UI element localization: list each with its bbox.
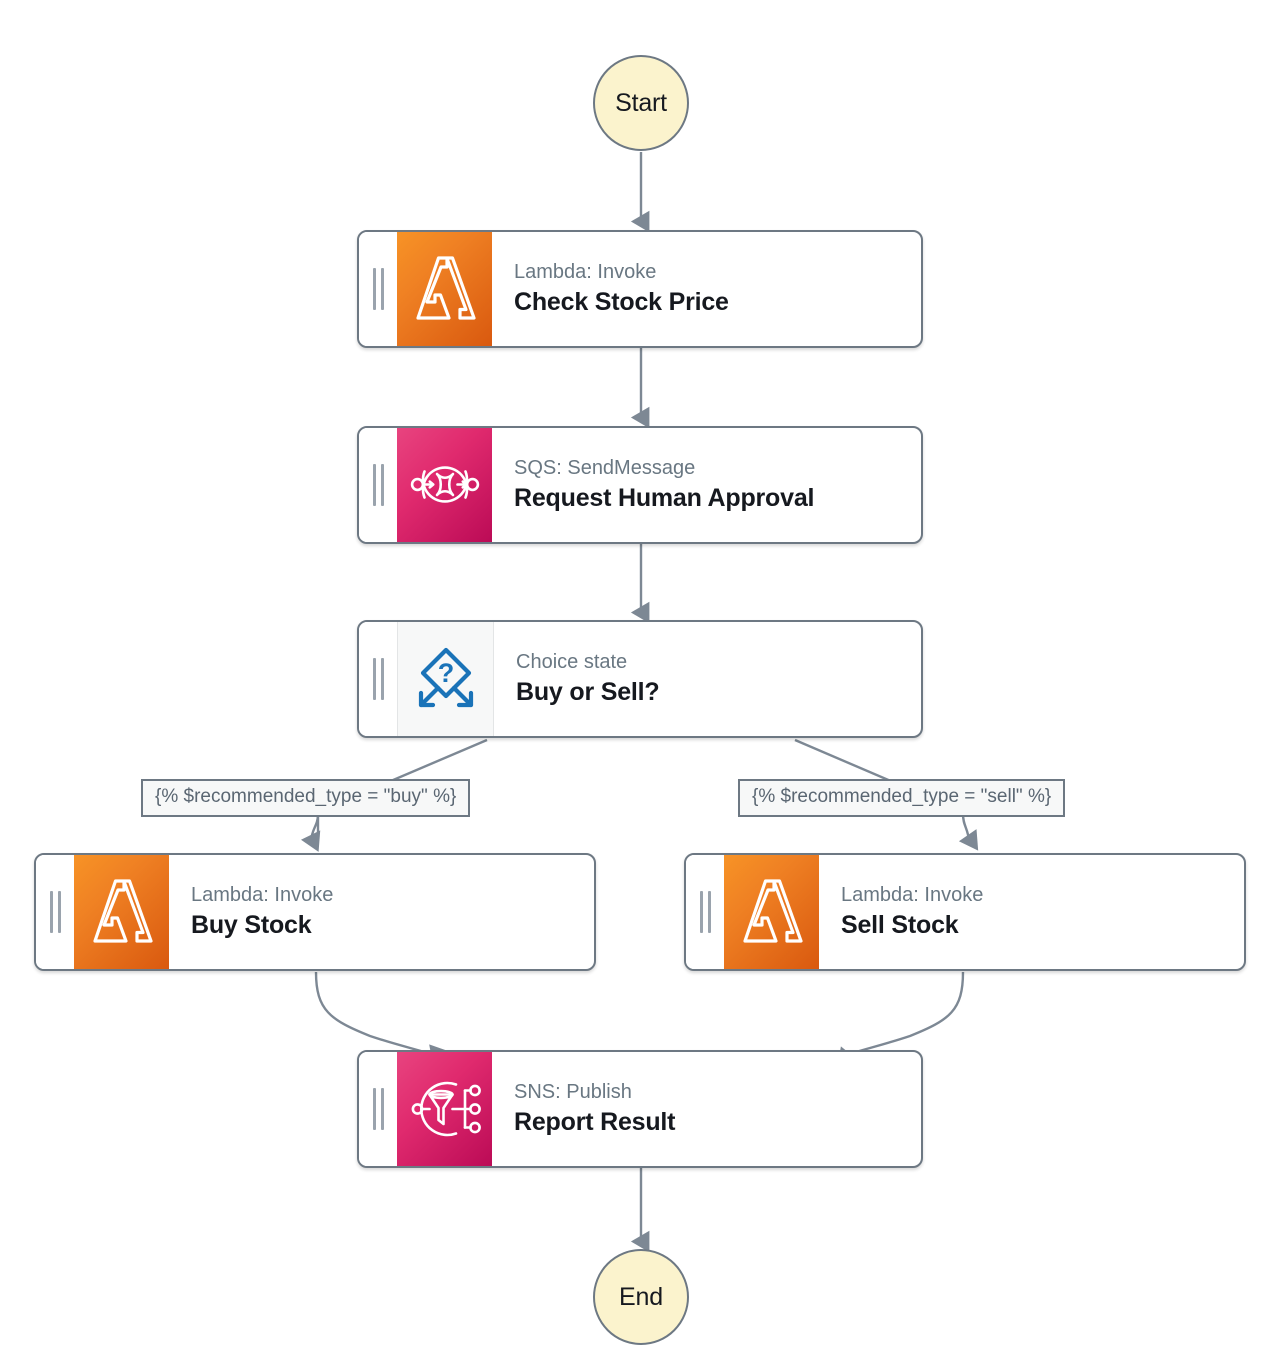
lambda-icon	[397, 232, 492, 346]
node-type-label: Lambda: Invoke	[841, 883, 984, 906]
end-label: End	[619, 1282, 663, 1311]
state-node-sell-stock[interactable]: Lambda: Invoke Sell Stock	[684, 853, 1246, 971]
svg-text:?: ?	[437, 658, 454, 688]
choice-icon: ?	[397, 622, 494, 736]
drag-handle-buy-or-sell[interactable]	[359, 622, 397, 736]
node-title-label: Report Result	[514, 1107, 676, 1136]
drag-handle-buy-stock[interactable]	[36, 855, 74, 969]
drag-handle-request-human-approval[interactable]	[359, 428, 397, 542]
start-node[interactable]: Start	[593, 55, 689, 151]
edge-sell-label-to-node	[958, 813, 979, 851]
node-type-label: SNS: Publish	[514, 1080, 632, 1103]
node-title-label: Check Stock Price	[514, 287, 729, 316]
node-title-label: Sell Stock	[841, 910, 959, 939]
lambda-icon	[74, 855, 169, 969]
drag-handle-sell-stock[interactable]	[686, 855, 724, 969]
edge-buy-to-report	[314, 971, 450, 1066]
end-node[interactable]: End	[593, 1249, 689, 1345]
state-node-buy-or-sell[interactable]: ? Choice state Buy or Sell?	[357, 620, 923, 738]
node-text-request-human-approval: SQS: SendMessage Request Human Approval	[492, 428, 921, 542]
node-text-check-stock-price: Lambda: Invoke Check Stock Price	[492, 232, 921, 346]
state-node-buy-stock[interactable]: Lambda: Invoke Buy Stock	[34, 853, 596, 971]
node-text-buy-stock: Lambda: Invoke Buy Stock	[169, 855, 594, 969]
edge-buy-label-to-node	[300, 813, 321, 852]
node-title-label: Buy Stock	[191, 910, 312, 939]
node-type-label: SQS: SendMessage	[514, 456, 696, 479]
node-text-sell-stock: Lambda: Invoke Sell Stock	[819, 855, 1244, 969]
drag-handle-check-stock-price[interactable]	[359, 232, 397, 346]
sqs-icon	[397, 428, 492, 542]
edge-label-buy-condition: {% $recommended_type = "buy" %}	[141, 779, 471, 817]
edge-sell-to-report	[837, 971, 965, 1068]
node-type-label: Lambda: Invoke	[191, 883, 334, 906]
drag-handle-report-result[interactable]	[359, 1052, 397, 1166]
node-type-label: Lambda: Invoke	[514, 260, 657, 283]
lambda-icon	[724, 855, 819, 969]
state-node-report-result[interactable]: SNS: Publish Report Result	[357, 1050, 923, 1168]
node-text-report-result: SNS: Publish Report Result	[492, 1052, 921, 1166]
state-node-check-stock-price[interactable]: Lambda: Invoke Check Stock Price	[357, 230, 923, 348]
node-text-buy-or-sell: Choice state Buy or Sell?	[494, 622, 921, 736]
node-title-label: Buy or Sell?	[516, 677, 660, 706]
edge-label-sell-condition: {% $recommended_type = "sell" %}	[738, 779, 1066, 817]
node-type-label: Choice state	[516, 650, 628, 673]
node-title-label: Request Human Approval	[514, 483, 815, 512]
start-label: Start	[615, 88, 667, 117]
sns-icon	[397, 1052, 492, 1166]
state-node-request-human-approval[interactable]: SQS: SendMessage Request Human Approval	[357, 426, 923, 544]
